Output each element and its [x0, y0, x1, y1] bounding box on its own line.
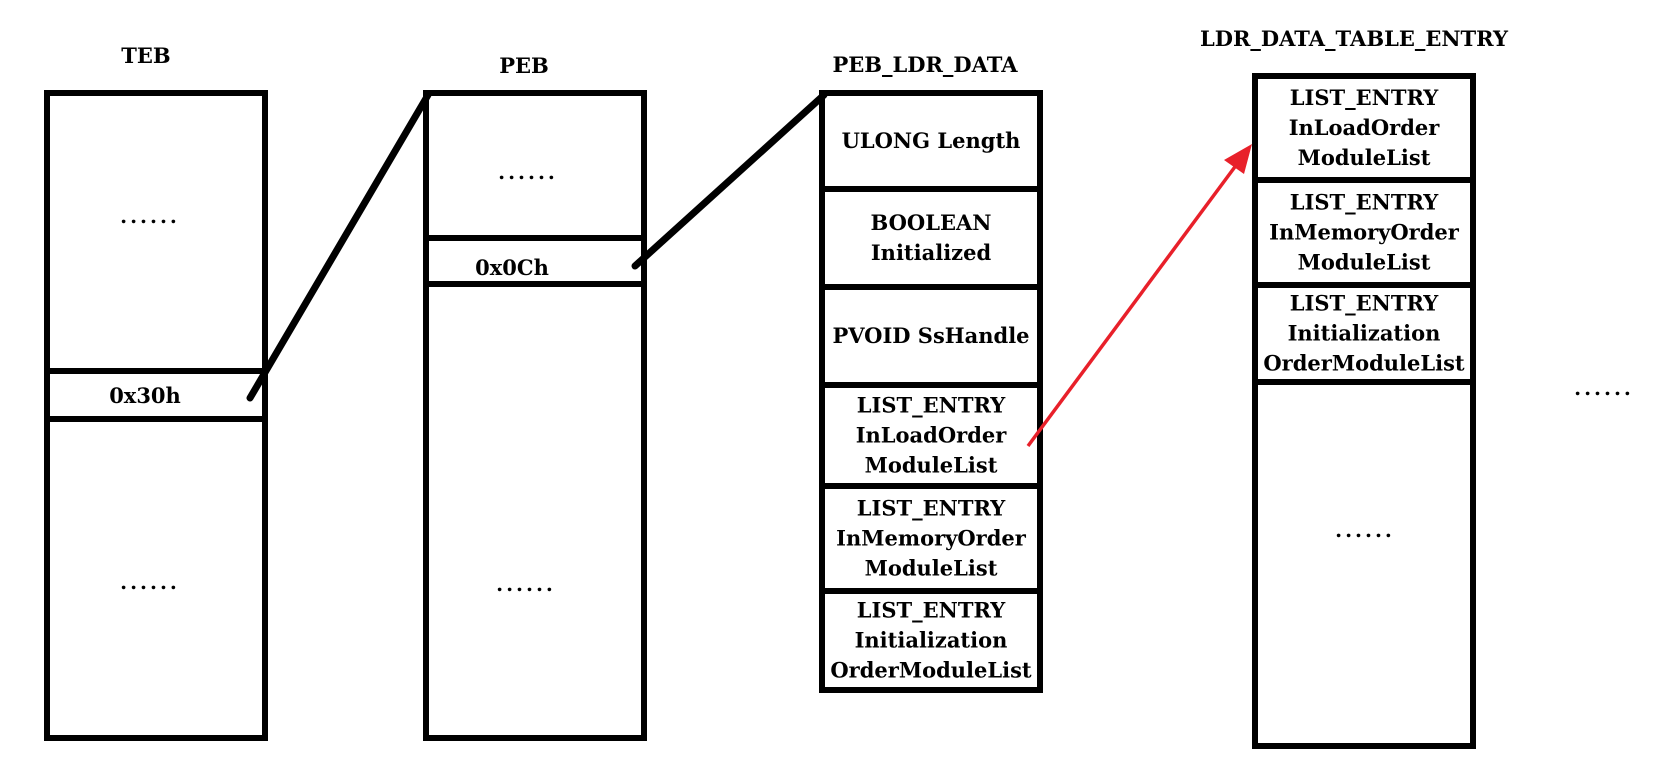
ldr-data-table-entry-title: LDR_DATA_TABLE_ENTRY — [1200, 26, 1509, 51]
more-entries-ellipsis: ...... — [1574, 376, 1634, 400]
ldr-field-5-line: Initialization — [855, 628, 1008, 653]
entry-field-0-line: LIST_ENTRY — [1290, 85, 1440, 110]
teb-title: TEB — [121, 43, 170, 68]
teb-bottom-ellipsis: ...... — [120, 570, 180, 594]
teb-top-ellipsis: ...... — [120, 204, 180, 228]
ldr-field-1-line: Initialized — [871, 240, 992, 265]
inloadorder-link-arrowhead — [1224, 144, 1252, 174]
ldr-field-0-line: ULONG Length — [842, 128, 1021, 153]
entry-field-2-line: OrderModuleList — [1263, 351, 1465, 376]
ldr-data-table-entry-structure: LDR_DATA_TABLE_ENTRY LIST_ENTRY InLoadOrd… — [1200, 26, 1509, 749]
ldr-field-4-line: InMemoryOrder — [836, 526, 1027, 551]
ldr-field-2-line: PVOID SsHandle — [832, 323, 1029, 348]
peb-structure: PEB ...... 0x0Ch ...... — [423, 53, 647, 741]
peb-bottom-ellipsis: ...... — [496, 572, 556, 596]
entry-field-0-line: InLoadOrder — [1289, 115, 1441, 140]
teb-field-offset: 0x30h — [109, 383, 181, 408]
inloadorder-link-arrow — [1026, 158, 1242, 448]
entry-field-2-line: Initialization — [1288, 321, 1441, 346]
peb-to-ldr-connector — [631, 91, 828, 270]
entry-field-1-line: LIST_ENTRY — [1290, 190, 1440, 215]
entry-field-0-line: ModuleList — [1298, 145, 1431, 170]
teb-box — [44, 90, 268, 741]
ldr-field-4-line: LIST_ENTRY — [857, 496, 1007, 521]
ldr-field-5-line: OrderModuleList — [830, 658, 1032, 683]
teb-to-peb-connector — [246, 91, 432, 402]
ldr-field-3-line: InLoadOrder — [856, 423, 1008, 448]
entry-field-1-line: ModuleList — [1298, 250, 1431, 275]
peb-box — [423, 90, 647, 741]
entry-field-2-line: LIST_ENTRY — [1290, 291, 1440, 316]
peb-field-offset: 0x0Ch — [475, 255, 549, 280]
ldr-data-table-entry-box — [1252, 73, 1476, 749]
peb-ldr-data-title: PEB_LDR_DATA — [832, 52, 1018, 77]
ldr-field-3-line: LIST_ENTRY — [857, 393, 1007, 418]
ldr-field-5-line: LIST_ENTRY — [857, 598, 1007, 623]
entry-field-1-line: InMemoryOrder — [1269, 220, 1460, 245]
ldr-field-4-line: ModuleList — [865, 556, 998, 581]
ldr-entry-bottom-ellipsis: ...... — [1335, 518, 1395, 542]
ldr-field-3-line: ModuleList — [865, 453, 998, 478]
teb-structure: TEB ...... 0x30h ...... — [44, 43, 268, 741]
peb-top-ellipsis: ...... — [498, 160, 558, 184]
peb-title: PEB — [499, 53, 549, 78]
ldr-field-1-line: BOOLEAN — [871, 210, 992, 235]
